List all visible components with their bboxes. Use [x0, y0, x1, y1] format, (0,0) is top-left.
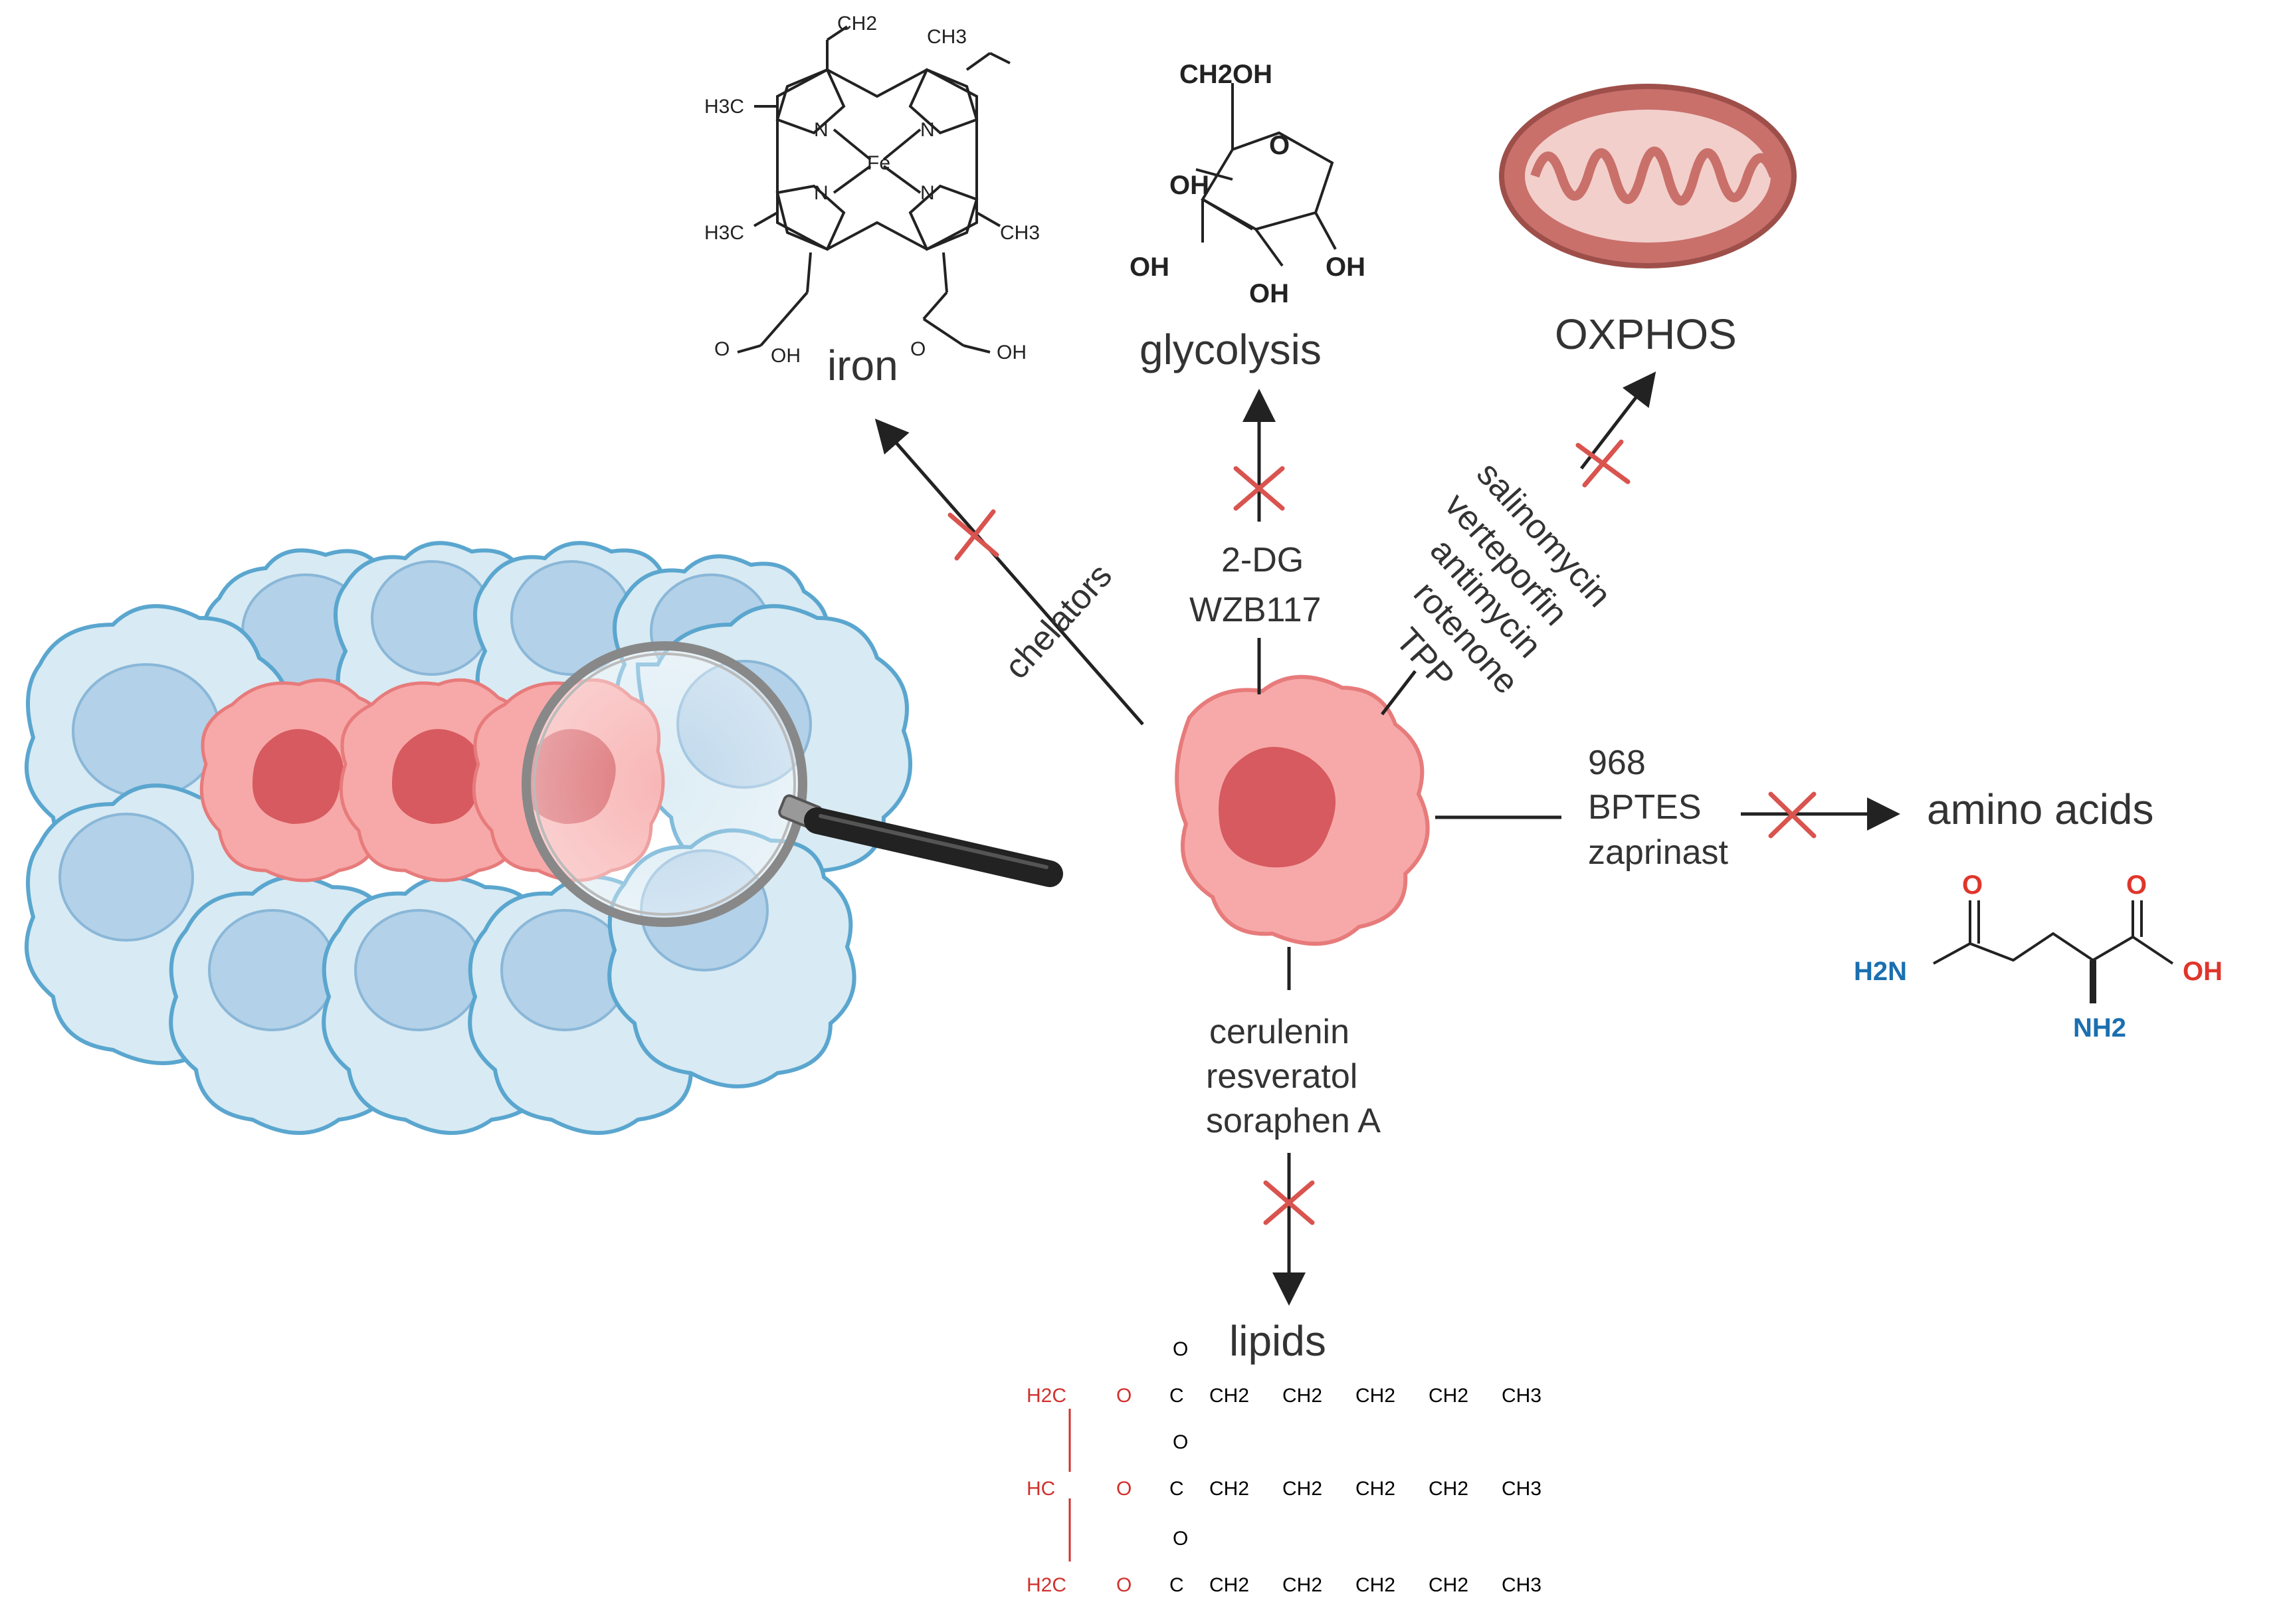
atom-label: CH2: [1429, 1385, 1468, 1407]
atom-label: OH: [1249, 279, 1289, 308]
atom-label: CH2: [1355, 1385, 1395, 1407]
atom-label: O: [1116, 1478, 1132, 1500]
inhibitor-label: 2-DG: [1221, 541, 1304, 579]
atom-label: CH3: [1502, 1574, 1541, 1596]
atom-label: N: [814, 182, 829, 204]
atom-label: O: [1116, 1574, 1132, 1596]
inhibitor-label: cerulenin: [1209, 1013, 1349, 1051]
atom-label: HC: [1027, 1478, 1055, 1500]
atom-label: CH2: [1429, 1574, 1468, 1596]
ester-row: H2C O O C CH2 CH2 CH2 CH2 CH3: [1027, 1528, 1541, 1596]
ester-row: H2C O O C CH2 CH2 CH2 CH2 CH3: [1027, 1338, 1541, 1407]
atom-label: OH: [1130, 253, 1169, 282]
inhibition-mark: [1575, 439, 1631, 488]
atom-label: CH3: [1000, 222, 1040, 244]
atom-label: OH: [2183, 957, 2223, 986]
atom-label: CH2: [1209, 1385, 1249, 1407]
inhibition-mark: [947, 509, 999, 561]
atom-label: N: [920, 182, 935, 204]
inhibitor-label: BPTES: [1588, 788, 1702, 827]
atom-label: OH: [1169, 171, 1209, 200]
inhibition-mark: [1263, 1180, 1315, 1225]
atom-label: O: [2126, 870, 2147, 900]
target-label-amino-acids: amino acids: [1927, 785, 2154, 833]
atom-label: OH: [997, 342, 1027, 363]
lipids-pathway: [1263, 947, 1315, 1306]
inhibitor-label: chelators: [997, 556, 1120, 686]
atom-label: CH2: [1282, 1478, 1322, 1500]
atom-label: CH2: [1355, 1478, 1395, 1500]
mitochondrion-icon: [1499, 84, 1797, 268]
amino-acids-pathway: [1435, 791, 1900, 839]
atom-label: O: [714, 338, 730, 360]
glutamine-structure: O O H2N OH NH2: [1854, 870, 2223, 1043]
atom-label: CH2: [1282, 1574, 1322, 1596]
atom-label: CH2: [1282, 1385, 1322, 1407]
atom-label: O: [1173, 1528, 1188, 1550]
atom-label: CH2: [1429, 1478, 1468, 1500]
glycolysis-pathway: [1233, 389, 1285, 694]
atom-label: OH: [771, 345, 801, 367]
atom-label: H2N: [1854, 957, 1907, 986]
iron-pathway: [874, 418, 1144, 726]
atom-label: O: [910, 338, 926, 360]
magnifying-glass-icon: [522, 641, 1063, 927]
atom-label: C: [1169, 1478, 1184, 1500]
inhibition-mark: [1233, 466, 1285, 511]
target-label-lipids: lipids: [1229, 1317, 1326, 1365]
inhibition-mark: [1768, 791, 1817, 839]
atom-label: CH2OH: [1179, 60, 1272, 89]
atom-label: O: [1116, 1385, 1132, 1407]
glucose-structure: CH2OH O OH OH OH OH: [1130, 60, 1365, 308]
atom-label: O: [1173, 1338, 1188, 1360]
atom-label: NH2: [2073, 1013, 2126, 1043]
atom-label: H3C: [704, 96, 744, 118]
atom-label: H2C: [1027, 1385, 1066, 1407]
atom-label: H3C: [704, 222, 744, 244]
atom-label: CH2: [837, 13, 877, 35]
atom-label: CH2: [1355, 1574, 1395, 1596]
target-label-iron: iron: [827, 342, 898, 389]
atom-label: CH2: [1209, 1478, 1249, 1500]
atom-label: Fe: [867, 152, 890, 174]
atom-label: N: [814, 119, 829, 141]
tumor-tissue: [25, 541, 1063, 1135]
ester-row: HC O O C CH2 CH2 CH2 CH2 CH3: [1027, 1431, 1541, 1500]
central-cancer-cell: [1175, 674, 1430, 946]
atom-label: H2C: [1027, 1574, 1066, 1596]
atom-label: C: [1169, 1574, 1184, 1596]
inhibitor-label: soraphen A: [1206, 1102, 1381, 1140]
atom-label: C: [1169, 1385, 1184, 1407]
heme-structure: CH2 CH3 H3C H3C CH3 N N N N Fe O OH O OH: [704, 13, 1040, 367]
atom-label: OH: [1326, 253, 1365, 282]
target-label-glycolysis: glycolysis: [1140, 326, 1322, 373]
oxphos-pathway: [1381, 371, 1656, 716]
atom-label: O: [1173, 1431, 1188, 1453]
atom-label: O: [1962, 870, 1983, 900]
target-label-oxphos: OXPHOS: [1555, 310, 1737, 358]
atom-label: O: [1269, 131, 1290, 160]
inhibitor-label: resveratol: [1206, 1057, 1357, 1096]
atom-label: CH3: [927, 26, 967, 48]
inhibitor-label: zaprinast: [1588, 833, 1729, 872]
triglyceride-structure: H2C O O C CH2 CH2 CH2 CH2 CH3 HC O O C C…: [1027, 1338, 1541, 1596]
atom-label: N: [920, 119, 935, 141]
atom-label: CH3: [1502, 1385, 1541, 1407]
inhibitor-label: WZB117: [1189, 591, 1321, 629]
inhibitor-label: 968: [1588, 744, 1646, 782]
atom-label: CH3: [1502, 1478, 1541, 1500]
atom-label: CH2: [1209, 1574, 1249, 1596]
